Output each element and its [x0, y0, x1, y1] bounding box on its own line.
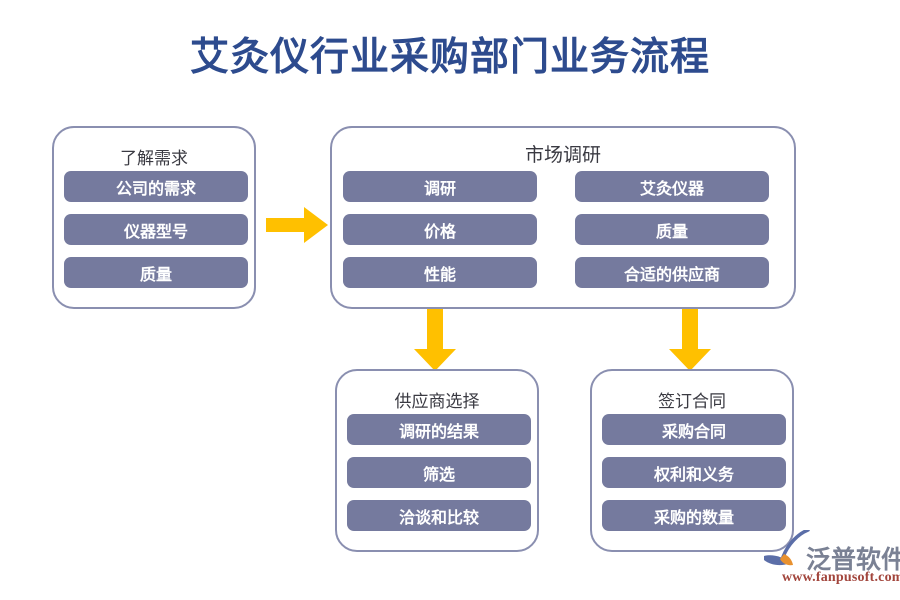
pill-item[interactable]: 采购合同 [602, 414, 786, 445]
pill-item[interactable]: 价格 [343, 214, 537, 245]
pill-item[interactable]: 筛选 [347, 457, 531, 488]
pill-item[interactable]: 艾灸仪器 [575, 171, 769, 202]
pill-item[interactable]: 公司的需求 [64, 171, 248, 202]
group-box-sign-contract: 签订合同 采购合同 权利和义务 采购的数量 [590, 369, 794, 552]
group-title-sign-contract: 签订合同 [658, 392, 726, 412]
pill-item[interactable]: 质量 [64, 257, 248, 288]
group-title-understand-requirements: 了解需求 [120, 149, 188, 169]
pill-item[interactable]: 采购的数量 [602, 500, 786, 531]
pill-item[interactable]: 合适的供应商 [575, 257, 769, 288]
group-box-supplier-selection: 供应商选择 调研的结果 筛选 洽谈和比较 [335, 369, 539, 552]
fanpu-logo-icon [762, 528, 812, 576]
logo-url-text: www.fanpusoft.com [782, 570, 900, 585]
group-title-supplier-selection: 供应商选择 [394, 392, 480, 412]
pill-item[interactable]: 质量 [575, 214, 769, 245]
group-box-market-research: 市场调研 调研 价格 性能 艾灸仪器 质量 合适的供应商 [330, 126, 796, 309]
page-title: 艾灸仪行业采购部门业务流程 [189, 34, 710, 80]
group-box-understand-requirements: 了解需求 公司的需求 仪器型号 质量 [52, 126, 256, 309]
pill-item[interactable]: 调研 [343, 171, 537, 202]
group-title-market-research: 市场调研 [524, 144, 601, 166]
arrow-requirements-to-research [266, 207, 328, 243]
logo: 泛普软件 www.fanpusoft.com [762, 528, 900, 590]
pill-item[interactable]: 洽谈和比较 [347, 500, 531, 531]
pill-item[interactable]: 调研的结果 [347, 414, 531, 445]
arrow-research-to-contract [669, 309, 711, 371]
pill-item[interactable]: 性能 [343, 257, 537, 288]
logo-brand-text: 泛普软件 [806, 545, 900, 574]
pill-item[interactable]: 仪器型号 [64, 214, 248, 245]
arrow-research-to-supplier [414, 309, 456, 371]
pill-item[interactable]: 权利和义务 [602, 457, 786, 488]
